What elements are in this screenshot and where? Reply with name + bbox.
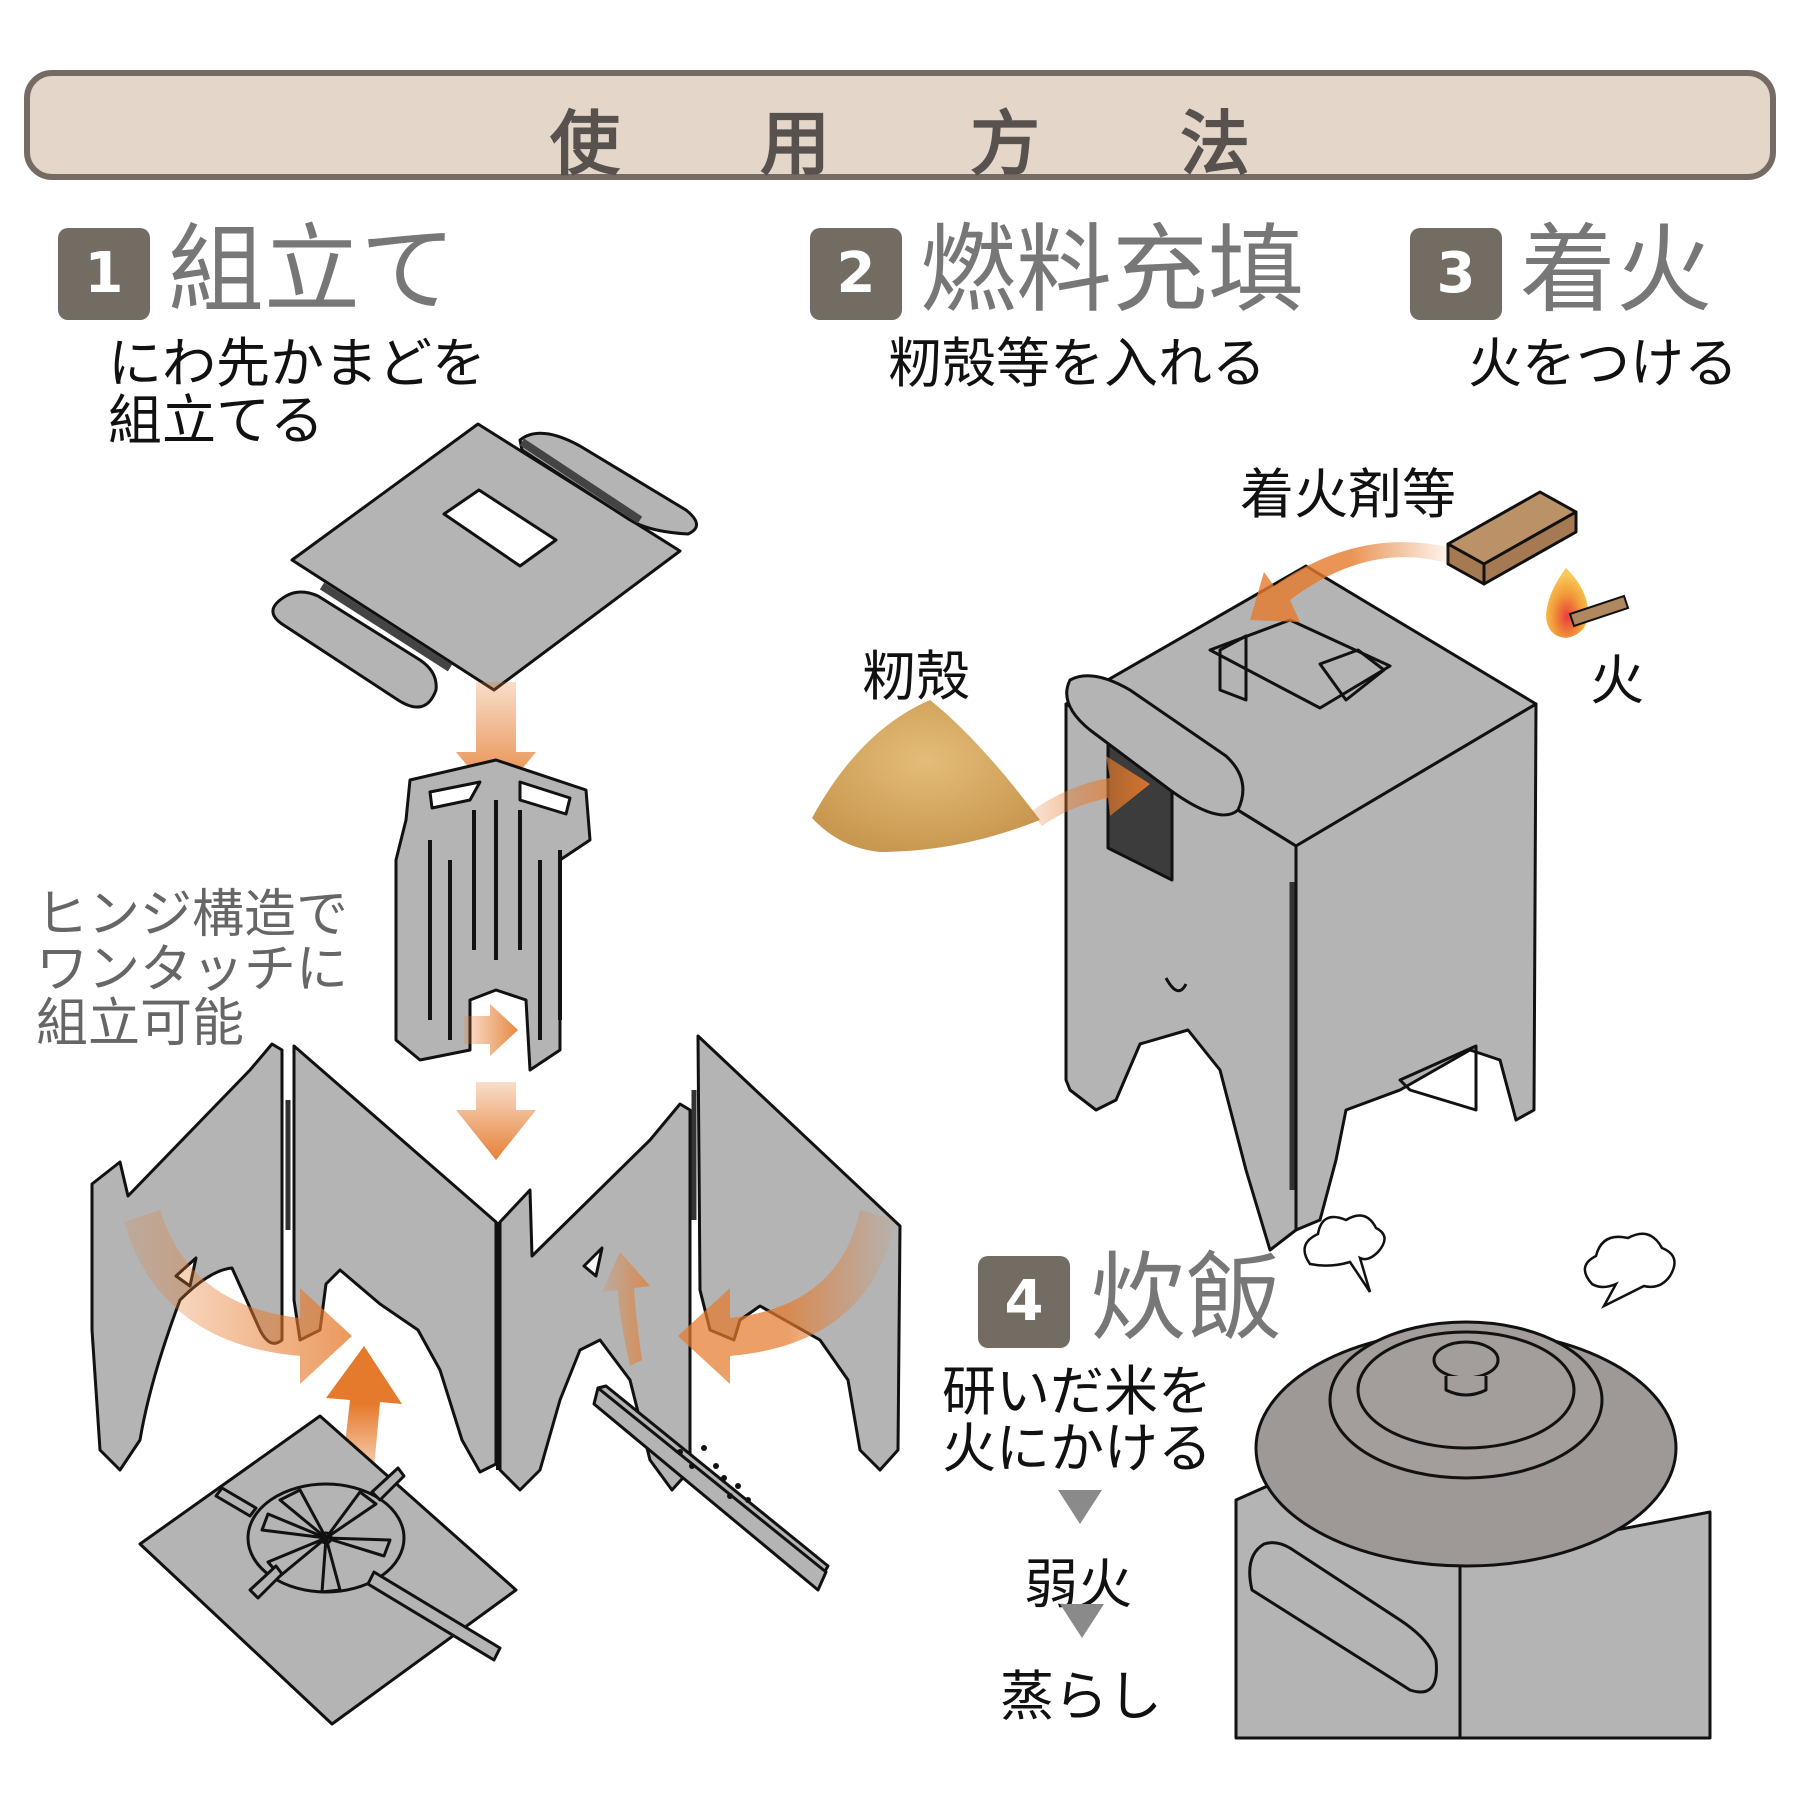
base-plate bbox=[138, 1414, 518, 1726]
assembly-arrow-icon bbox=[456, 682, 536, 800]
rice-husk-label: 籾殻 bbox=[862, 645, 970, 708]
rice-husk-pile bbox=[812, 700, 1040, 852]
sequence-arrow-icon bbox=[1058, 1490, 1102, 1524]
fire-starter-arrow-icon bbox=[1250, 542, 1452, 622]
step-4-description: 研いだ米を 火にかける bbox=[942, 1360, 1212, 1480]
fold-arrow-icon bbox=[602, 1252, 650, 1366]
rice-pot bbox=[1254, 1320, 1678, 1568]
step-2-badge: 2 bbox=[810, 228, 902, 320]
hinge-note: ヒンジ構造で ワンタッチに 組立可能 bbox=[36, 885, 349, 1055]
step-4-title: 炊飯 bbox=[1090, 1242, 1282, 1354]
fire-label: 火 bbox=[1590, 649, 1644, 712]
match-icon bbox=[1568, 594, 1630, 628]
step-1-title: 組立て bbox=[168, 214, 456, 326]
folding-panels bbox=[90, 1034, 902, 1492]
step-4-badge: 4 bbox=[978, 1256, 1070, 1348]
step-2-description: 籾殻等を入れる bbox=[888, 332, 1266, 395]
step-3-title: 着火 bbox=[1520, 214, 1712, 326]
sequence-arrow-icon bbox=[1060, 1604, 1104, 1638]
husk-arrow-icon bbox=[1030, 756, 1150, 826]
flame-icon bbox=[1546, 568, 1588, 638]
step-3-description: 火をつける bbox=[1468, 332, 1738, 395]
fire-starter-block bbox=[1446, 490, 1578, 586]
step-3-badge: 3 bbox=[1410, 228, 1502, 320]
assembly-arrow-icon bbox=[456, 1082, 536, 1160]
assembly-arrow-icon bbox=[326, 1346, 402, 1490]
fold-arrow-icon bbox=[678, 1210, 896, 1384]
stove-with-pot bbox=[1234, 1474, 1712, 1740]
fire-starter-label: 着火剤等 bbox=[1240, 463, 1456, 526]
top-plate bbox=[271, 422, 698, 709]
title-bar: 使用方法 bbox=[24, 70, 1776, 185]
page-title: 使用方法 bbox=[550, 103, 1390, 185]
fold-arrow-icon bbox=[124, 1210, 352, 1384]
sequence-step-steam: 蒸らし bbox=[1000, 1665, 1162, 1728]
grate-insert bbox=[394, 758, 592, 1072]
step-1-badge: 1 bbox=[58, 228, 150, 320]
assembled-stove bbox=[1064, 564, 1538, 1252]
steam-icon bbox=[1303, 1214, 1676, 1309]
assembly-arrow-icon bbox=[464, 1004, 518, 1056]
ash-tube bbox=[592, 1384, 830, 1592]
step-2-title: 燃料充填 bbox=[920, 214, 1304, 326]
step-1-description: にわ先かまどを 組立てる bbox=[108, 332, 486, 452]
